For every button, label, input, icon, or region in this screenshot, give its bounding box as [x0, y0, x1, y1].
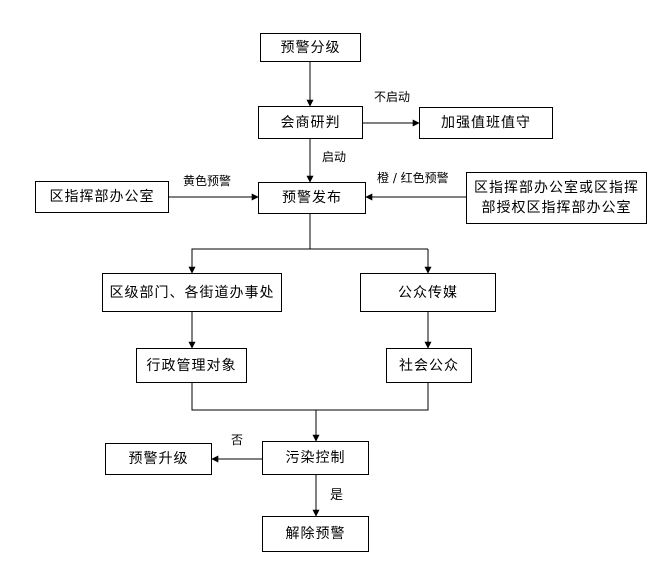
node-district-departments: 区级部门、各街道办事处 — [102, 273, 282, 312]
split-line-publish — [188, 214, 311, 274]
node-admin-targets: 行政管理对象 — [136, 348, 247, 383]
node-release-warning: 解除预警 — [262, 516, 369, 552]
merge-line — [191, 383, 429, 411]
node-warning-publish: 预警发布 — [258, 182, 366, 214]
edge-label-yes: 是 — [330, 488, 344, 503]
edge-label-not-start: 不启动 — [374, 90, 411, 104]
edge-label-orange-red: 橙 / 红色预警 — [377, 171, 449, 185]
node-district-office: 区指挥部办公室 — [35, 181, 169, 213]
node-general-public: 社会公众 — [386, 348, 472, 383]
node-consult-judge: 会商研判 — [258, 106, 363, 139]
edge-label-yellow: 黄色预警 — [183, 174, 232, 188]
node-warning-grading: 预警分级 — [260, 33, 361, 62]
node-authorized-office: 区指挥部办公室或区指挥部授权区指挥部办公室 — [466, 172, 647, 224]
node-warning-upgrade: 预警升级 — [105, 443, 212, 475]
node-pollution-control: 污染控制 — [262, 441, 369, 475]
edge-label-start: 启动 — [322, 150, 347, 164]
node-public-media: 公众传媒 — [360, 273, 496, 312]
edge-label-no: 否 — [231, 433, 244, 447]
node-strengthen-duty: 加强值班值守 — [419, 107, 553, 139]
